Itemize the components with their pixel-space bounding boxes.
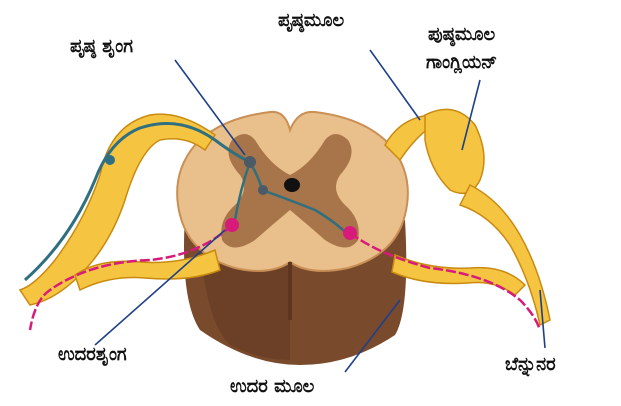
label-dorsal-horn: ಪೃಷ್ಠ ಶೃಂಗ bbox=[70, 38, 133, 56]
central-canal bbox=[284, 178, 300, 192]
sensory-neuron-cell-body bbox=[105, 155, 115, 165]
label-spinal-nerve: ಬೆನ್ನುನರ bbox=[505, 356, 556, 374]
right-spinal-nerve bbox=[460, 185, 550, 325]
label-dorsal-root: ಪೃಷ್ಠಮೂಲ bbox=[278, 12, 344, 30]
right-dorsal-root-ganglion bbox=[425, 109, 484, 193]
label-ventral-horn: ಉದರಶೃಂಗ bbox=[58, 346, 127, 364]
label-dorsal-root-ganglion-line1: ಪುಷ್ಠಮೂಲ bbox=[428, 26, 495, 44]
dorsal-neuron bbox=[244, 156, 256, 168]
label-ventral-root: ಉದರ ಮೂಲ bbox=[230, 378, 314, 396]
label-dorsal-root-ganglion-line2: ಗಾಂಗ್ಲಿಯನ್ bbox=[426, 54, 497, 72]
leader-dorsal-root bbox=[370, 50, 420, 120]
interneuron-cell bbox=[258, 185, 268, 195]
